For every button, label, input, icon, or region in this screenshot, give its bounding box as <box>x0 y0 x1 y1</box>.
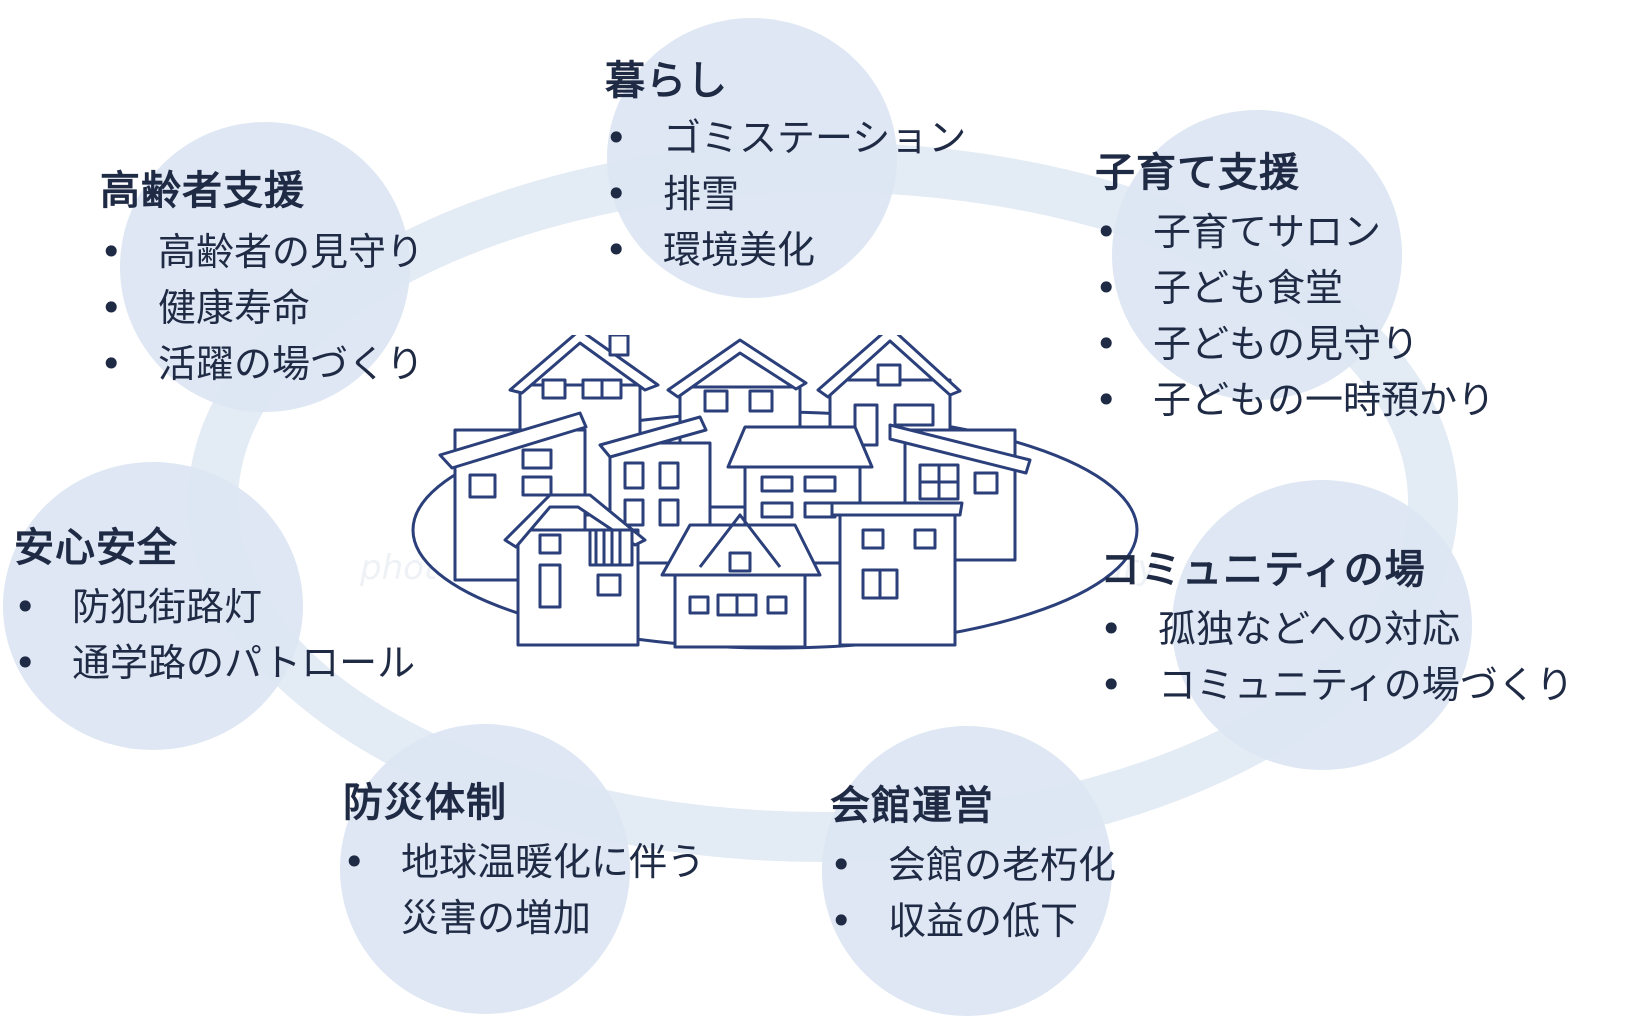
item-list: 高齢者の見守り 健康寿命 活躍の場づくり <box>100 224 424 392</box>
group-anshin: 安心安全 防犯街路灯 通学路のパトロール <box>14 515 415 691</box>
item-list: 孤独などへの対応 コミュニティの場づくり <box>1100 601 1574 713</box>
list-item: 地球温暖化に伴う <box>343 834 705 890</box>
list-item: 会館の老朽化 <box>830 837 1116 893</box>
item-list: 子育てサロン 子ども食堂 子どもの見守り 子どもの一時預かり <box>1095 204 1495 428</box>
house-front-1 <box>503 493 647 647</box>
list-item: 子どもの一時預かり <box>1095 372 1495 428</box>
list-item: 子ども食堂 <box>1095 260 1495 316</box>
list-item: 収益の低下 <box>830 893 1116 949</box>
list-item: 災害の増加 <box>401 896 592 940</box>
list-item: 防犯街路灯 <box>14 579 415 635</box>
list-item: コミュニティの場づくり <box>1100 657 1574 713</box>
group-kosodate: 子育て支援 子育てサロン 子ども食堂 子どもの見守り 子どもの一時預かり <box>1095 140 1495 428</box>
list-item: 孤独などへの対応 <box>1100 601 1574 657</box>
house-front-3 <box>830 501 964 647</box>
group-title: 高齢者支援 <box>100 168 305 214</box>
houses-illustration <box>411 335 1139 650</box>
list-item: 健康寿命 <box>100 280 424 336</box>
list-item: 排雪 <box>605 166 966 222</box>
item-list: ゴミステーション 排雪 環境美化 <box>605 110 966 278</box>
group-title: 防災体制 <box>343 780 507 826</box>
list-item: 活躍の場づくり <box>100 336 424 392</box>
list-item: 通学路のパトロール <box>14 635 415 691</box>
list-item: 子育てサロン <box>1095 204 1495 260</box>
list-item: 子どもの見守り <box>1095 316 1495 372</box>
item-list: 会館の老朽化 収益の低下 <box>830 837 1116 949</box>
group-koreisha: 高齢者支援 高齢者の見守り 健康寿命 活躍の場づくり <box>100 158 424 392</box>
item-list: 防犯街路灯 通学路のパトロール <box>14 579 415 691</box>
group-title: 安心安全 <box>14 525 178 571</box>
group-bousai: 防災体制 地球温暖化に伴う 災害の増加 <box>343 770 705 946</box>
group-title: 暮らし <box>605 58 728 104</box>
group-kurashi: 暮らし ゴミステーション 排雪 環境美化 <box>605 48 966 278</box>
group-kaikan: 会館運営 会館の老朽化 収益の低下 <box>830 773 1116 949</box>
group-title: 会館運営 <box>830 783 994 829</box>
group-title: 子育て支援 <box>1095 150 1300 196</box>
list-item: ゴミステーション <box>605 110 966 166</box>
house-front-2 <box>660 513 822 649</box>
group-community: コミュニティの場 孤独などへの対応 コミュニティの場づくり <box>1100 537 1574 713</box>
list-item: 環境美化 <box>605 222 966 278</box>
list-item: 高齢者の見守り <box>100 224 424 280</box>
item-list: 地球温暖化に伴う 災害の増加 <box>343 834 705 946</box>
group-title: コミュニティの場 <box>1100 547 1426 593</box>
